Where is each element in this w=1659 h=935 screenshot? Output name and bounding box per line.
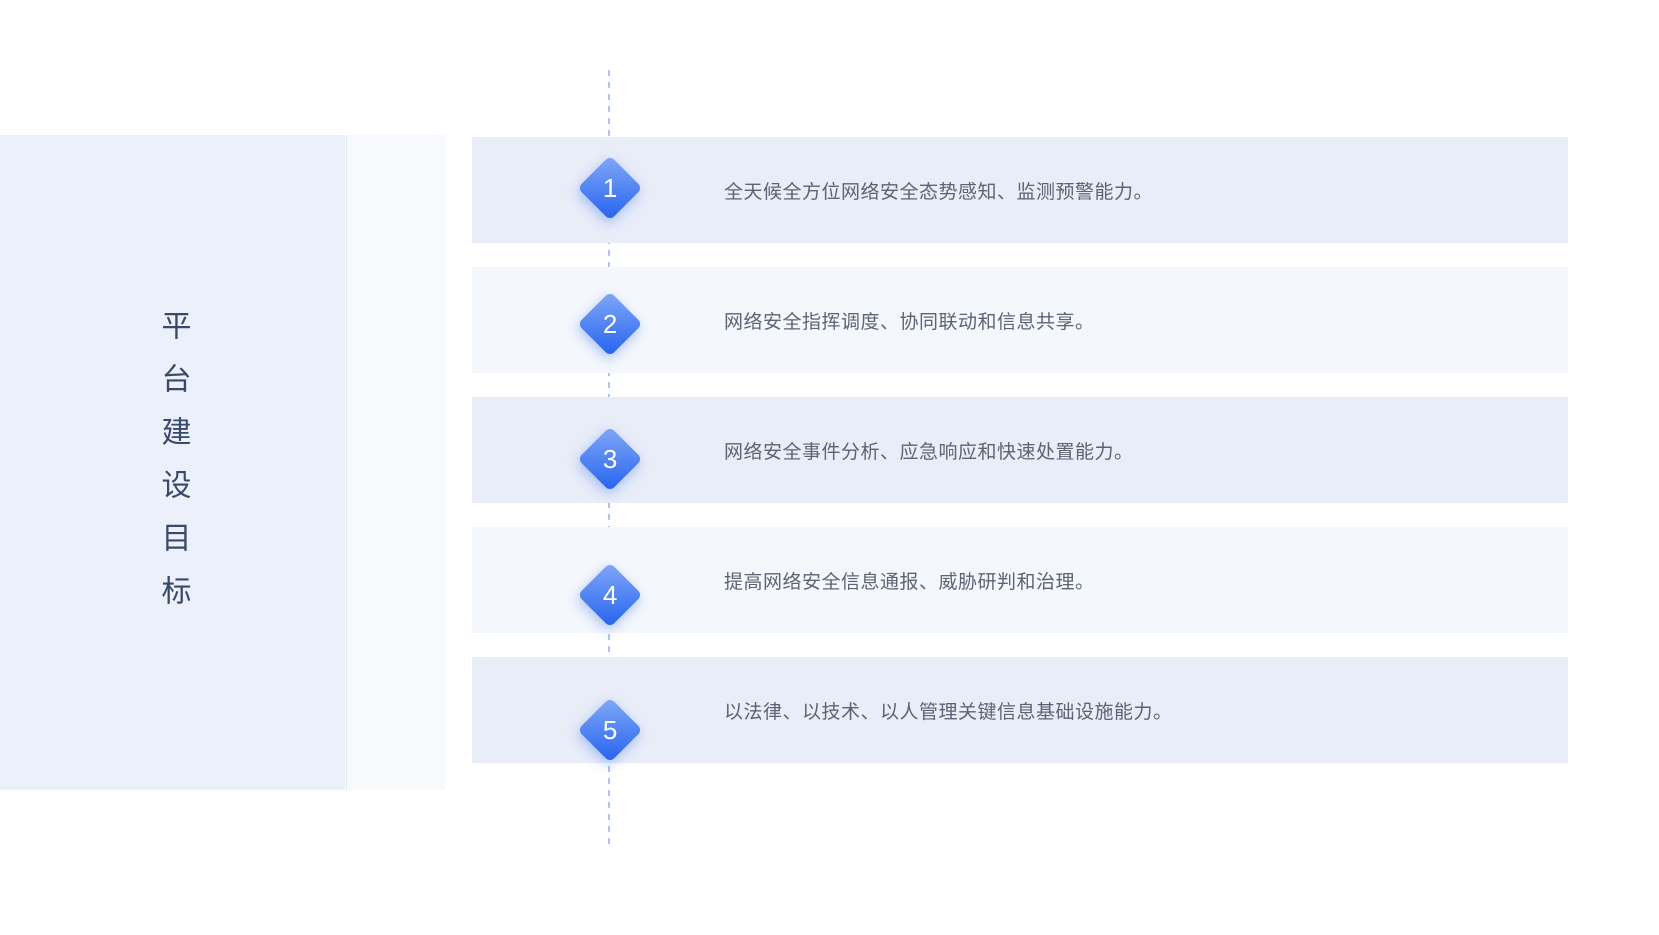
step-number: 2 [602, 309, 618, 339]
timeline-item-text: 网络安全事件分析、应急响应和快速处置能力。 [724, 441, 1134, 463]
timeline-row: 提高网络安全信息通报、威胁研判和治理。 [472, 527, 1568, 633]
timeline-item-text: 以法律、以技术、以人管理关键信息基础设施能力。 [724, 701, 1173, 723]
timeline-row: 全天候全方位网络安全态势感知、监测预警能力。 [472, 137, 1568, 243]
step-number: 1 [602, 173, 618, 203]
step-number: 3 [602, 444, 618, 474]
timeline-row: 网络安全事件分析、应急响应和快速处置能力。 [472, 397, 1568, 503]
left-panel-divider-column [346, 135, 445, 790]
step-number: 5 [602, 715, 618, 745]
timeline-row: 网络安全指挥调度、协同联动和信息共享。 [472, 267, 1568, 373]
left-panel [0, 135, 345, 790]
timeline-row: 以法律、以技术、以人管理关键信息基础设施能力。 [472, 657, 1568, 763]
timeline-item-text: 全天候全方位网络安全态势感知、监测预警能力。 [724, 181, 1154, 203]
section-title: 平台建设目标 [156, 309, 190, 628]
timeline-item-text: 网络安全指挥调度、协同联动和信息共享。 [724, 311, 1095, 333]
step-number: 4 [602, 580, 618, 610]
timeline-item-text: 提高网络安全信息通报、威胁研判和治理。 [724, 571, 1095, 593]
